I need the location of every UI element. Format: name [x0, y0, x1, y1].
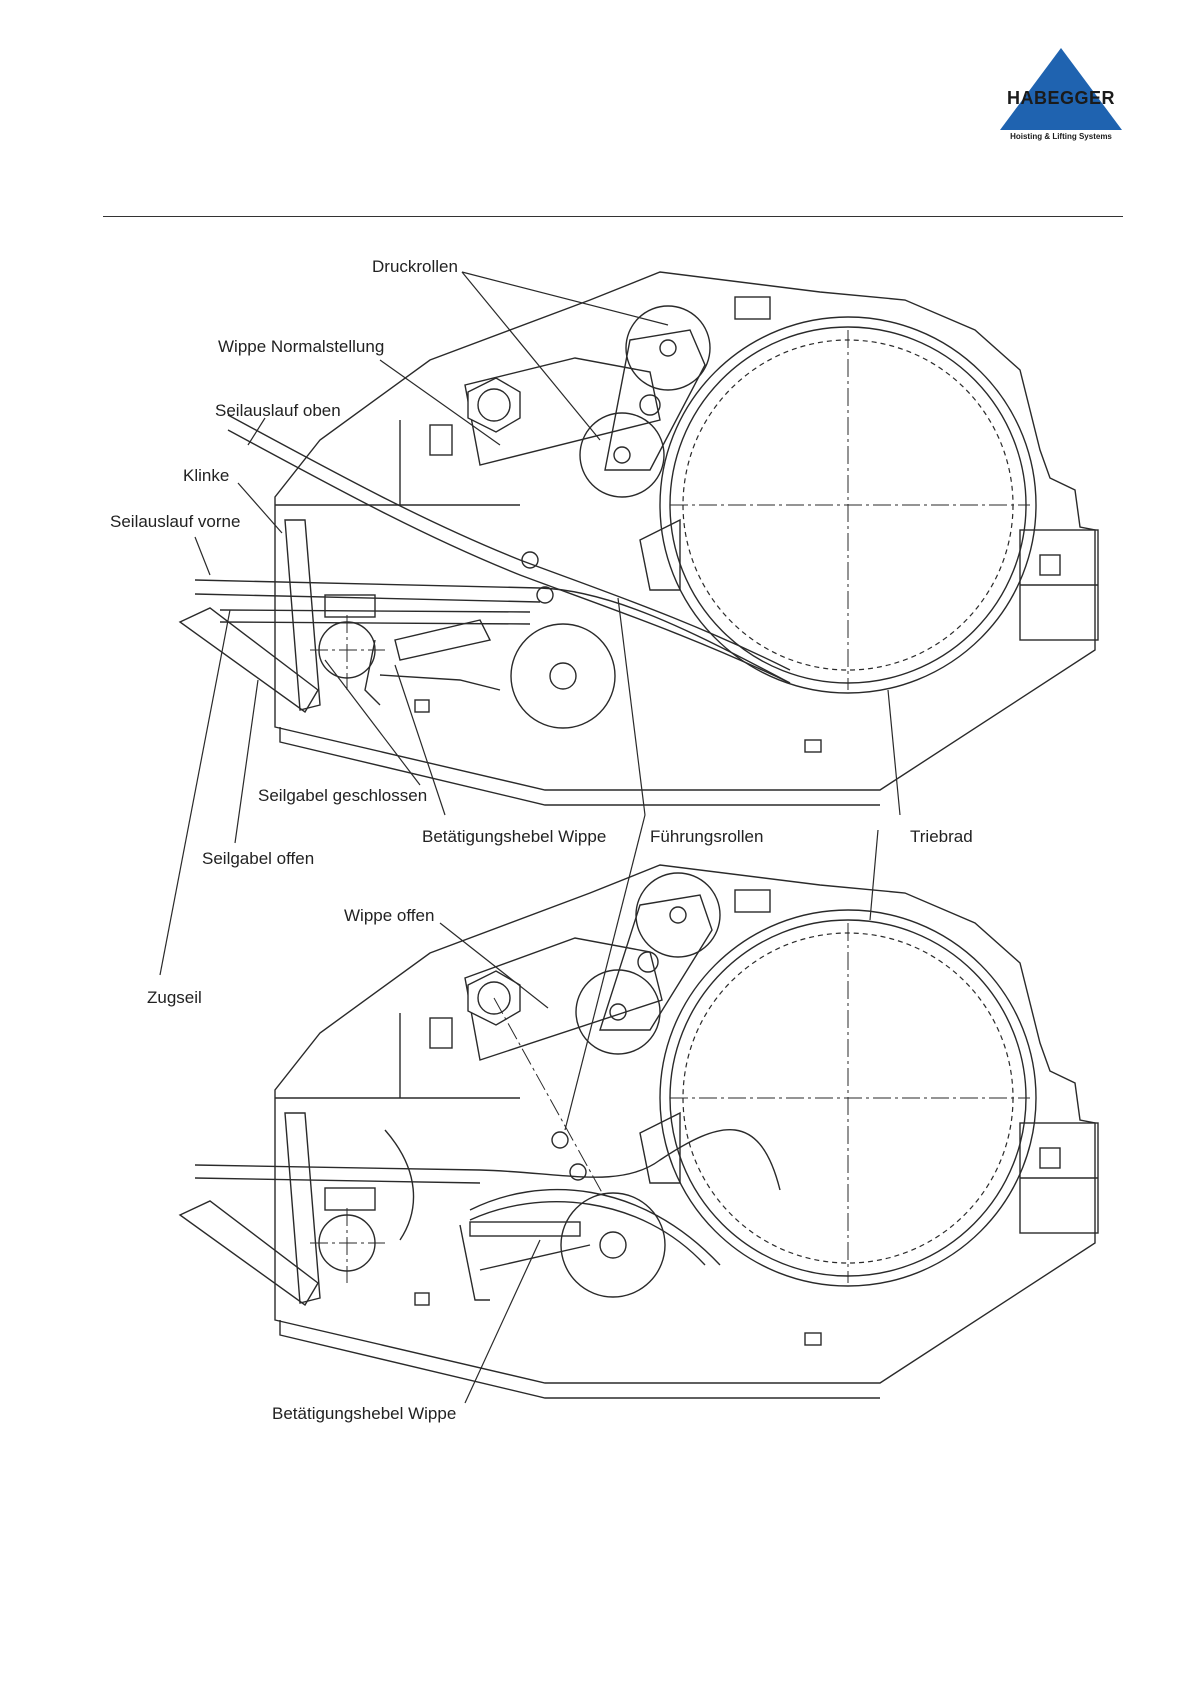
label-zugseil: Zugseil	[147, 988, 202, 1007]
label-druckrollen: Druckrollen	[372, 257, 458, 276]
label-betaetigungshebel-wippe-bottom: Betätigungshebel Wippe	[272, 1404, 456, 1423]
label-klinke: Klinke	[183, 466, 229, 485]
label-fuehrungsrollen: Führungsrollen	[650, 827, 763, 846]
callout-labels: Druckrollen Wippe Normalstellung Seilaus…	[110, 257, 973, 1423]
label-seilauslauf-vorne: Seilauslauf vorne	[110, 512, 240, 531]
label-seilauslauf-oben: Seilauslauf oben	[215, 401, 341, 420]
label-seilgabel-offen: Seilgabel offen	[202, 849, 314, 868]
label-wippe-normalstellung: Wippe Normalstellung	[218, 337, 384, 356]
bottom-assembly	[180, 865, 1098, 1398]
label-triebrad: Triebrad	[910, 827, 973, 846]
label-seilgabel-geschlossen: Seilgabel geschlossen	[258, 786, 427, 805]
label-betaetigungshebel-wippe-top: Betätigungshebel Wippe	[422, 827, 606, 846]
label-wippe-offen: Wippe offen	[344, 906, 434, 925]
